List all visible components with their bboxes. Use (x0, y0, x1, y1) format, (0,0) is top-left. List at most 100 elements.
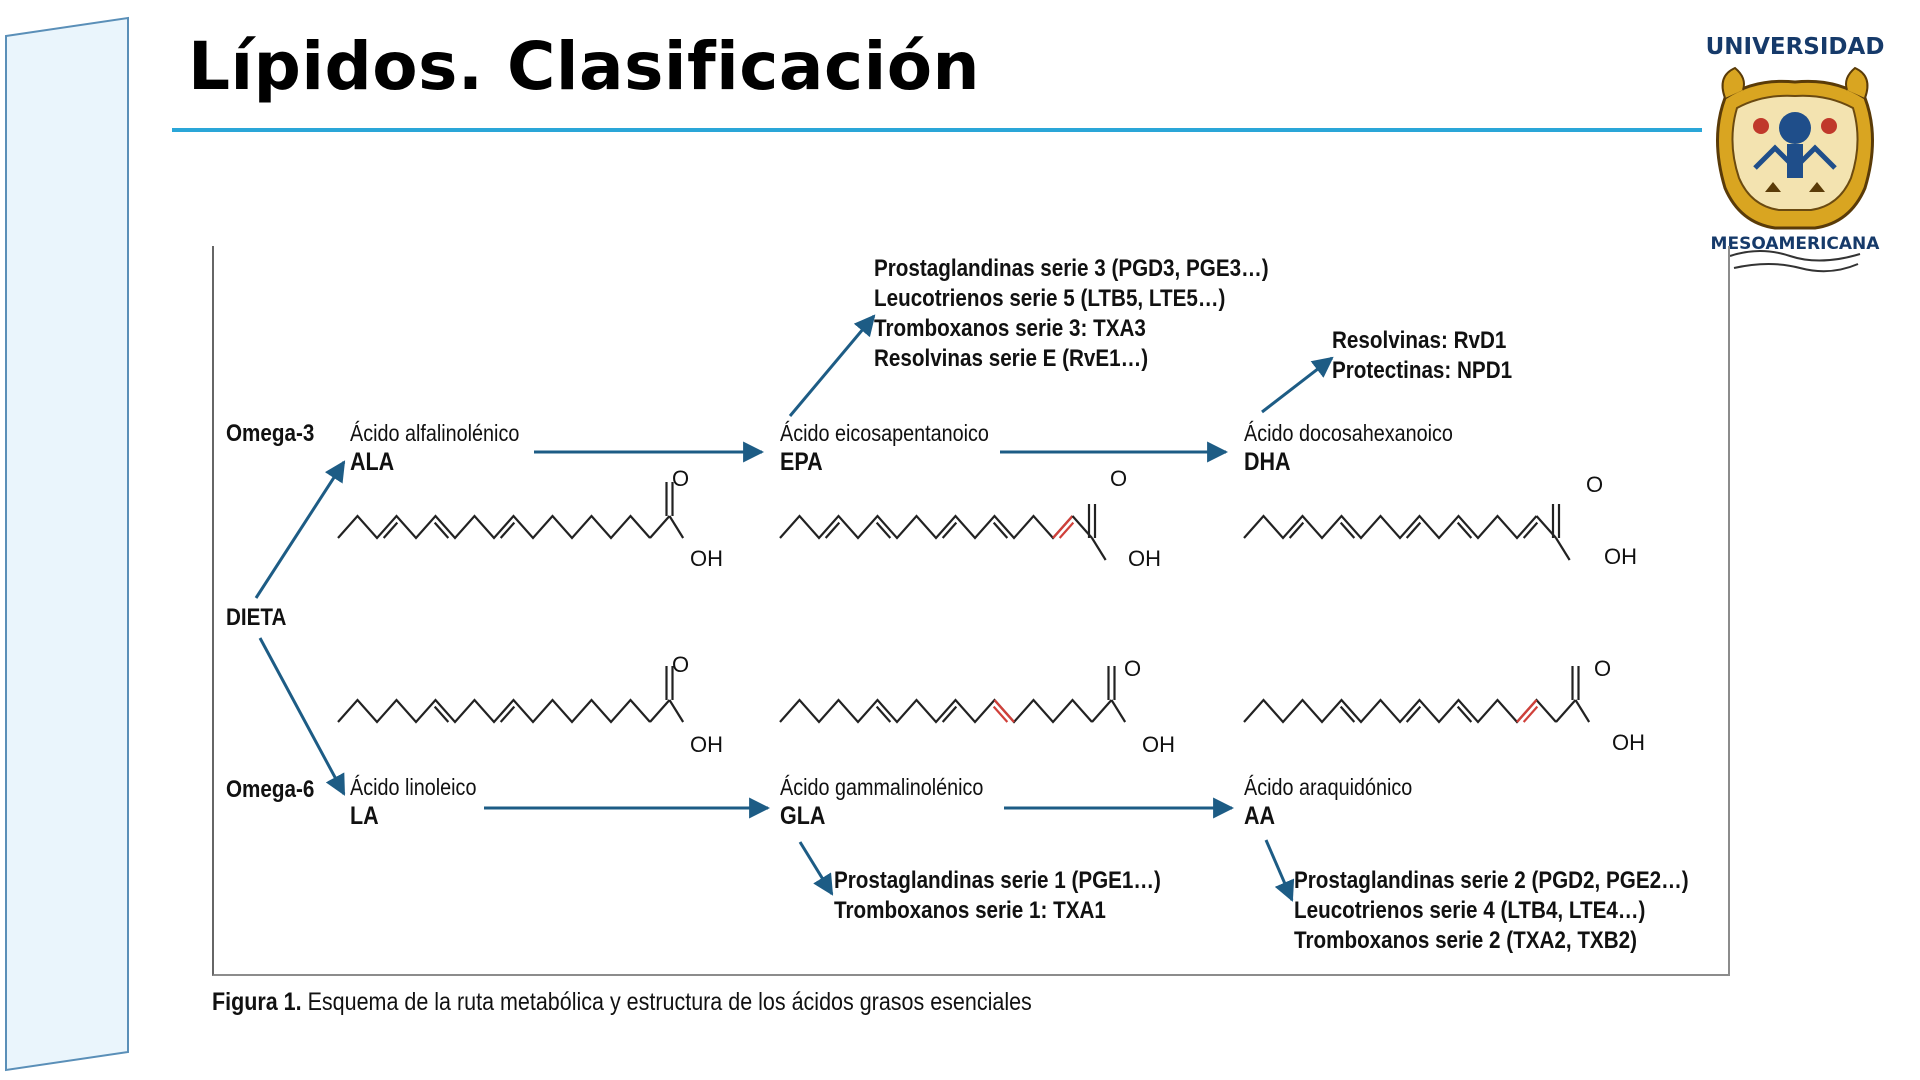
gla-structure (779, 666, 1127, 724)
epa-structure-double-bond (824, 521, 841, 539)
gla-abbr: GLA (780, 802, 826, 830)
omega6-label: Omega-6 (226, 776, 315, 803)
epa-structure-double-bond (941, 521, 958, 539)
epa-hydroxyl: OH (1128, 546, 1161, 571)
arrow-gla-to-products (798, 841, 834, 896)
aa-name: Ácido araquidónico (1244, 774, 1413, 800)
la-structure-hydroxyl-bond (668, 699, 685, 723)
la-structure-carboxyl-bond (649, 699, 671, 723)
dha-structure-double-bond (1522, 521, 1539, 539)
dha-products: Resolvinas: RvD1 Protectinas: NPD1 (1332, 326, 1512, 386)
arrow-epa-to-products (788, 314, 876, 417)
university-seal-emblem (1716, 66, 1874, 273)
gla-structure-highlight-bond (993, 699, 1015, 723)
aa-structure-double-bond (1456, 705, 1473, 723)
ala-name: Ácido alfalinolénico (350, 420, 520, 446)
ala-structure-double-bond (433, 521, 450, 539)
ala-structure-double-bond (382, 521, 399, 539)
ala-abbr: ALA (350, 448, 395, 476)
ala-structure-carboxyl-bond (649, 515, 671, 539)
gla-product-item: Prostaglandinas serie 1 (PGE1…) (834, 867, 1161, 894)
dha-structure-hydroxyl-bond (1555, 537, 1571, 561)
pathway-diagram (254, 314, 1591, 902)
caption-label: Figura 1. (212, 988, 302, 1016)
dha-structure-backbone (1243, 514, 1538, 540)
aa-structure-double-bond (1522, 705, 1539, 723)
epa-product-item: Resolvinas serie E (RvE1…) (874, 345, 1149, 372)
dha-structure (1243, 504, 1571, 561)
dha-name: Ácido docosahexanoico (1244, 420, 1453, 446)
aa-structure (1243, 666, 1591, 724)
la-structure-double-bond (499, 705, 516, 723)
title-underline (172, 128, 1702, 132)
dha-carbonyl-o: O (1586, 472, 1604, 497)
epa-structure-highlight-bond (1052, 515, 1074, 539)
aa-products: Prostaglandinas serie 2 (PGD2, PGE2…) Le… (1294, 866, 1689, 956)
aa-structure-double-bond (1339, 705, 1356, 723)
gla-product-item: Tromboxanos serie 1: TXA1 (834, 897, 1106, 924)
dha-abbr: DHA (1244, 448, 1291, 476)
epa-name: Ácido eicosapentanoico (780, 420, 989, 446)
epa-structure-backbone (779, 514, 1074, 540)
epa-abbr: EPA (780, 448, 823, 476)
arrow-dha-to-products (1261, 356, 1334, 414)
epa-structure-double-bond (992, 521, 1009, 539)
metabolic-pathway-figure: Omega-3 DIETA Omega-6 Ácido alfalinoléni… (212, 246, 1730, 976)
la-structure-double-bond (433, 705, 450, 723)
gla-structure-double-bond (941, 705, 958, 723)
aa-structure-carboxyl-bond (1555, 699, 1577, 723)
dha-structure-double-bond (1405, 521, 1422, 539)
dha-hydroxyl: OH (1604, 544, 1637, 569)
dha-structure-double-bond (1456, 521, 1473, 539)
epa-structure (779, 504, 1107, 561)
gla-structure-carboxyl-bond (1091, 699, 1113, 723)
gla-structure-double-bond (992, 705, 1009, 723)
gla-structure-double-bond (875, 705, 892, 723)
epa-products: Prostaglandinas serie 3 (PGD3, PGE3…) Le… (874, 254, 1269, 374)
arrow-dieta-to-omega6 (258, 637, 346, 796)
ala-structure-backbone (337, 514, 651, 540)
la-carbonyl-o: O (672, 652, 690, 677)
la-abbr: LA (350, 802, 379, 830)
epa-product-item: Leucotrienos serie 5 (LTB5, LTE5…) (874, 285, 1226, 312)
logo-top-text: UNIVERSIDAD (1705, 34, 1885, 60)
aa-structure-highlight-bond (1516, 699, 1538, 723)
epa-structure-double-bond (875, 521, 892, 539)
dha-structure-double-bond (1339, 521, 1356, 539)
aa-product-item: Leucotrienos serie 4 (LTB4, LTE4…) (1294, 897, 1646, 924)
gla-products: Prostaglandinas serie 1 (PGE1…) Tromboxa… (834, 866, 1161, 926)
gla-name: Ácido gammalinolénico (780, 774, 984, 800)
gla-structure-backbone (779, 698, 1093, 724)
ala-structure-double-bond (499, 521, 516, 539)
la-structure-backbone (337, 698, 651, 724)
dieta-label: DIETA (226, 604, 287, 631)
side-panel-decoration (5, 16, 129, 1072)
caption-text: Esquema de la ruta metabólica y estructu… (307, 988, 1032, 1016)
arrow-dieta-to-omega3 (254, 460, 346, 599)
epa-structure-double-bond (1058, 521, 1075, 539)
ala-carbonyl-o: O (672, 466, 690, 491)
logo-bottom-text: MESOAMERICANA (1710, 234, 1880, 254)
omega3-label: Omega-3 (226, 420, 315, 447)
figure-caption: Figura 1. Esquema de la ruta metabólica … (212, 988, 1032, 1017)
aa-structure-double-bond (1405, 705, 1422, 723)
la-structure (337, 666, 685, 724)
epa-product-item: Tromboxanos serie 3: TXA3 (874, 315, 1146, 342)
la-hydroxyl: OH (690, 732, 723, 757)
aa-carbonyl-o: O (1594, 656, 1612, 681)
epa-product-item: Prostaglandinas serie 3 (PGD3, PGE3…) (874, 255, 1269, 282)
epa-structure-hydroxyl-bond (1091, 537, 1107, 561)
aa-product-item: Tromboxanos serie 2 (TXA2, TXB2) (1294, 927, 1637, 954)
gla-structure-hydroxyl-bond (1110, 699, 1127, 723)
gla-carbonyl-o: O (1124, 656, 1142, 681)
page-title: Lípidos. Clasificación (188, 28, 981, 105)
ala-structure-hydroxyl-bond (668, 515, 685, 539)
aa-hydroxyl: OH (1612, 730, 1645, 755)
dha-product-item: Resolvinas: RvD1 (1332, 327, 1507, 354)
epa-carbonyl-o: O (1110, 466, 1128, 491)
la-name: Ácido linoleico (350, 774, 477, 800)
aa-structure-backbone (1243, 698, 1557, 724)
arrow-aa-to-products (1264, 839, 1295, 902)
ala-structure (337, 482, 685, 540)
dha-structure-double-bond (1288, 521, 1305, 539)
